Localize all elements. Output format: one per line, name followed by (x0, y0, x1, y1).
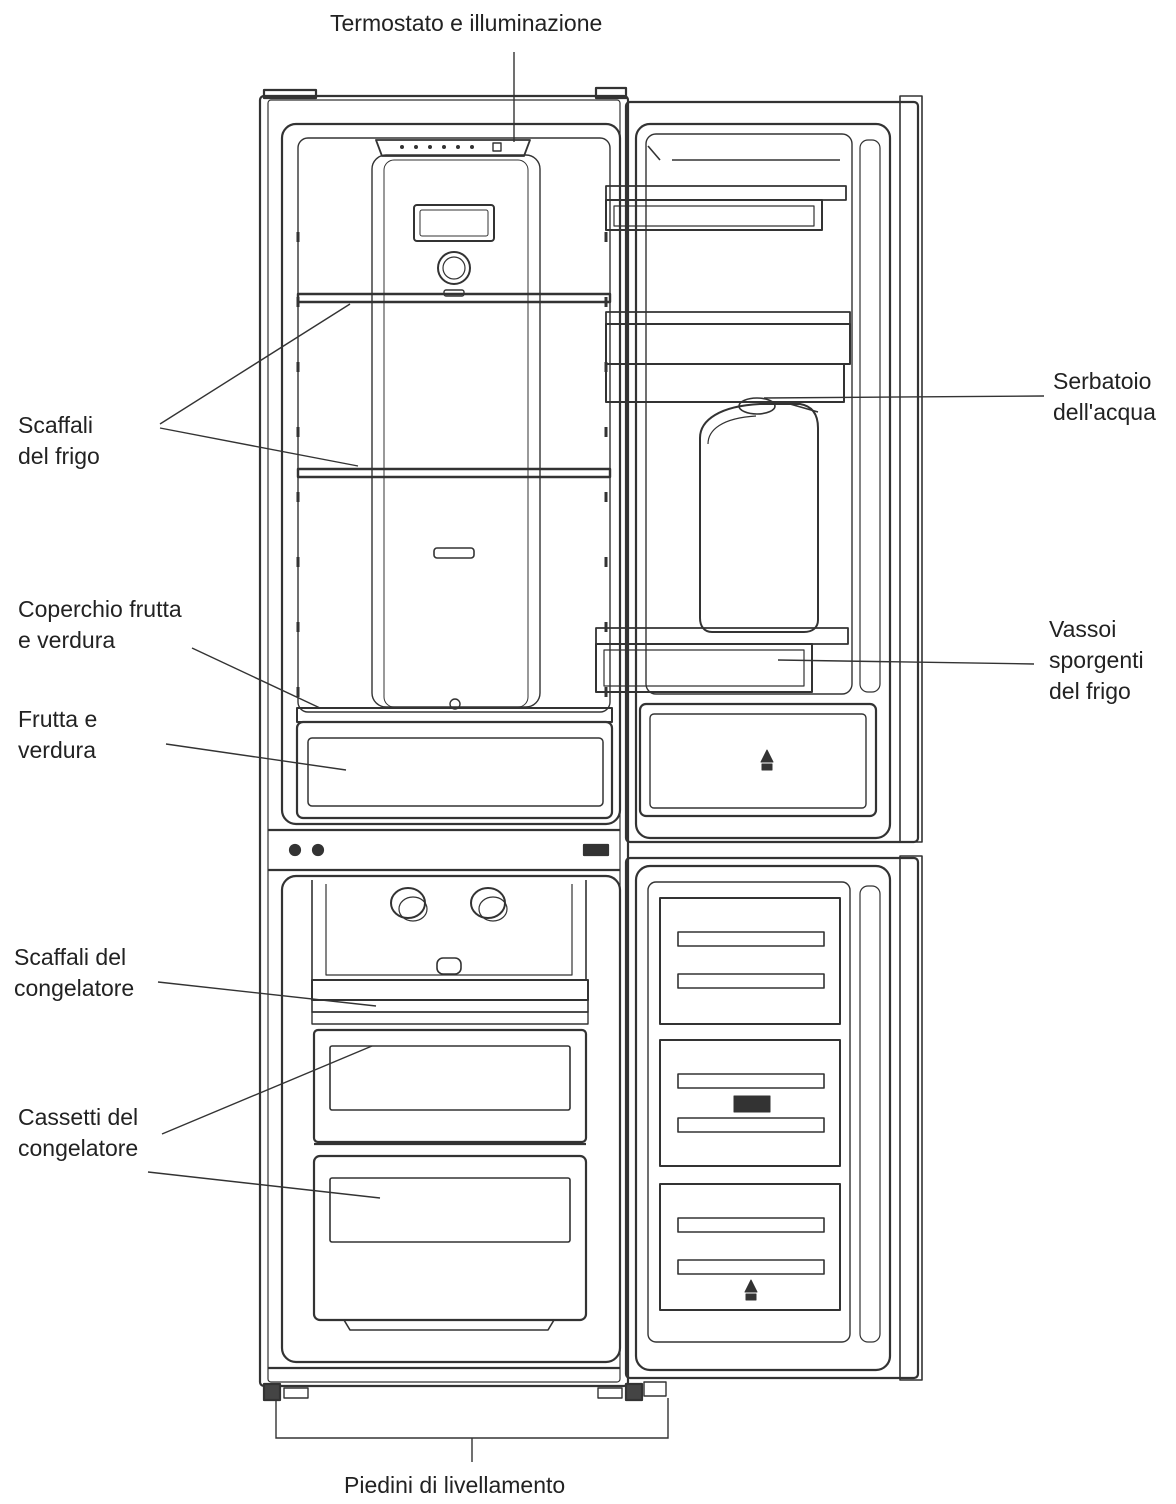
label-door-trays-line2: sporgenti (1049, 647, 1144, 673)
label-door-trays-line1: Vassoi (1049, 616, 1117, 642)
freezer-drawers (312, 1028, 588, 1331)
divider-panel (268, 828, 620, 872)
label-fridge-shelves-line2: del frigo (18, 443, 100, 469)
label-fridge-shelves-line1: Scaffali (18, 412, 94, 438)
label-door-trays-line3: del frigo (1049, 678, 1131, 704)
freezer-shelf (311, 979, 589, 1025)
label-freezer-shelves: Scaffali del congelatore (14, 942, 134, 1004)
cabinet-base (262, 1366, 667, 1402)
crisper-drawer (295, 707, 614, 820)
leader-crisper-cover (191, 647, 321, 709)
leader-freezer-drawer-bottom (147, 1171, 381, 1199)
freezer-door (624, 855, 923, 1381)
fridge-shelves (296, 292, 612, 479)
label-water-tank: Serbatoio dell'acqua (1053, 366, 1156, 428)
label-water-tank-line1: Serbatoio (1053, 368, 1152, 394)
door-bins (605, 185, 851, 403)
label-thermostat: Termostato e illuminazione (330, 10, 603, 36)
label-freezer-drawers-line1: Cassetti del (18, 1104, 139, 1130)
label-crisper-line1: Frutta e (18, 706, 98, 732)
label-leveling-feet: Piedini di livellamento (344, 1472, 566, 1498)
door-tray (595, 627, 849, 693)
leader-water-tank (763, 395, 1045, 399)
label-freezer-shelves-line1: Scaffali del (14, 944, 127, 970)
thermostat-unit (375, 139, 531, 157)
label-crisper-cover: Coperchio frutta e verdura (18, 594, 182, 656)
leader-freezer-drawer-top (161, 1045, 373, 1135)
cabinet (258, 86, 630, 1388)
label-crisper: Frutta e verdura (18, 704, 97, 766)
label-crisper-cover-line2: e verdura (18, 627, 116, 653)
freezer-door-panels (659, 897, 841, 1311)
water-tank-body (699, 397, 819, 633)
label-crisper-line2: verdura (18, 737, 96, 763)
leader-leveling-feet (275, 1398, 669, 1462)
thermostat-dots (400, 145, 474, 149)
label-fridge-shelves: Scaffali del frigo (18, 410, 100, 472)
leader-door-trays (777, 659, 1035, 665)
door-hinge (582, 843, 610, 857)
label-crisper-cover-line1: Coperchio frutta (18, 596, 182, 622)
leader-fridge-shelf-top (159, 303, 351, 425)
freezer-compartment (280, 874, 622, 1364)
leader-crisper (165, 743, 347, 771)
fridge-door (624, 95, 923, 844)
label-freezer-drawers: Cassetti del congelatore (18, 1102, 138, 1164)
label-freezer-shelves-line2: congelatore (14, 975, 135, 1001)
label-freezer-drawers-line2: congelatore (18, 1135, 139, 1161)
leader-fridge-shelf-bottom (159, 427, 359, 467)
label-door-trays: Vassoi sporgenti del frigo (1049, 614, 1144, 707)
label-water-tank-line2: dell'acqua (1053, 399, 1156, 425)
leader-freezer-shelf (157, 981, 377, 1007)
control-panel (413, 204, 495, 710)
